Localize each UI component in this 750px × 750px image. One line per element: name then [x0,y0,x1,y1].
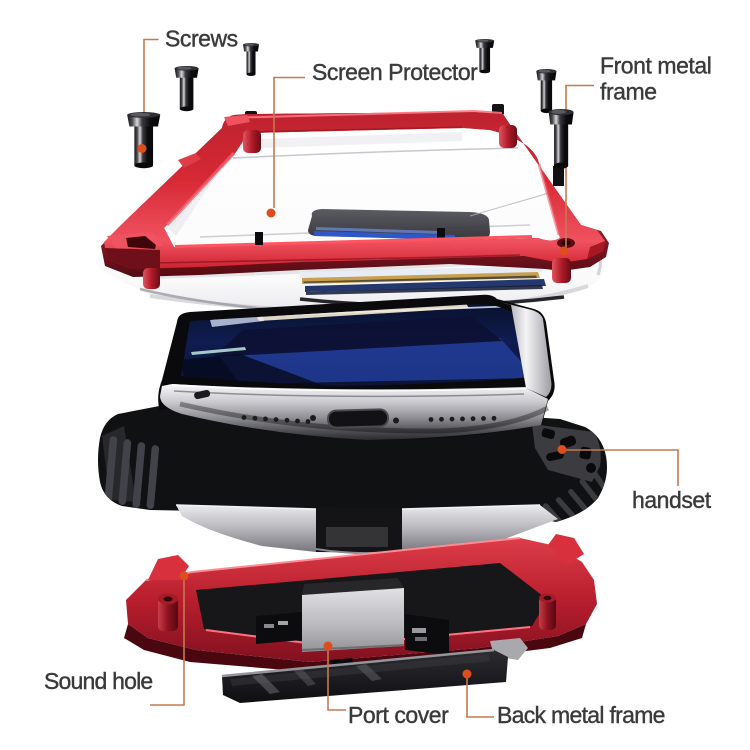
svg-text:Port cover: Port cover [348,702,449,728]
svg-text:Front metal: Front metal [600,53,711,79]
svg-text:handset: handset [632,487,712,513]
svg-text:Back metal frame: Back metal frame [497,702,665,728]
svg-text:Screws: Screws [165,26,238,52]
svg-text:frame: frame [600,79,657,105]
svg-text:Sound hole: Sound hole [44,668,152,694]
svg-text:Screen Protector: Screen Protector [312,59,478,85]
